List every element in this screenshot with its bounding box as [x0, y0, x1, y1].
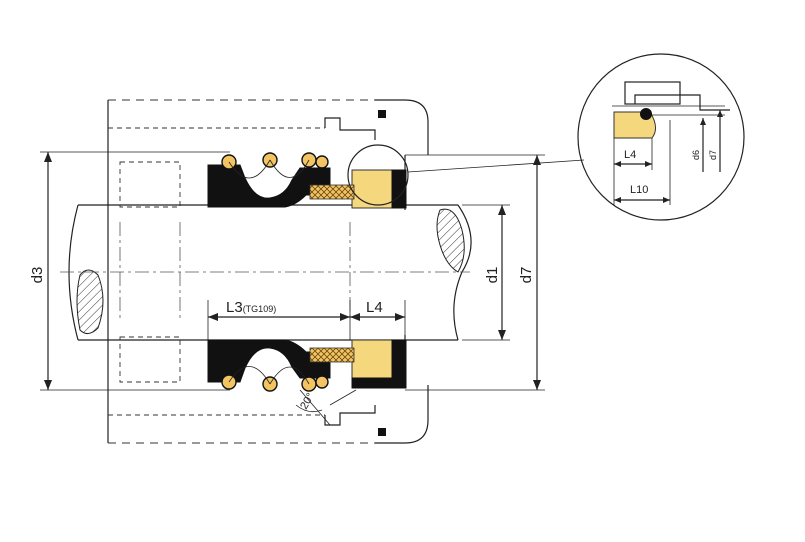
label-d7: d7	[518, 267, 535, 284]
dimension-l3: L3(TG109)	[208, 299, 350, 321]
housing-outline	[107, 99, 429, 444]
detail-oring	[640, 108, 652, 120]
label-d3: d3	[29, 267, 46, 284]
dimension-d1: d1	[462, 204, 510, 341]
detail-callout: L4 L10 d6 d7	[347, 53, 745, 221]
housing-oring-top	[378, 110, 386, 118]
detail-label-d6: d6	[691, 150, 701, 160]
label-d1: d1	[484, 267, 501, 284]
detail-label-l4: L4	[624, 149, 636, 161]
seal-assembly-top	[207, 152, 407, 209]
seal-assembly-bottom	[207, 339, 407, 392]
label-l4: L4	[366, 299, 383, 316]
detail-label-d7: d7	[708, 150, 718, 160]
seal-face-top	[351, 169, 393, 209]
label-l3: L3(TG109)	[226, 299, 276, 316]
detail-label-l10: L10	[630, 184, 648, 196]
dimension-d3: d3	[29, 151, 230, 391]
shaft-section-left	[76, 269, 104, 334]
housing-oring-bottom	[378, 428, 386, 436]
detail-circle	[577, 53, 745, 221]
seal-face-bottom	[351, 339, 393, 379]
shaft	[60, 204, 478, 341]
dimension-l4: L4	[350, 299, 405, 321]
dimension-d7: d7	[405, 154, 545, 391]
dimension-angle: 20°	[295, 389, 357, 426]
shaft-section-right	[436, 208, 465, 273]
construction-lines	[119, 222, 406, 340]
